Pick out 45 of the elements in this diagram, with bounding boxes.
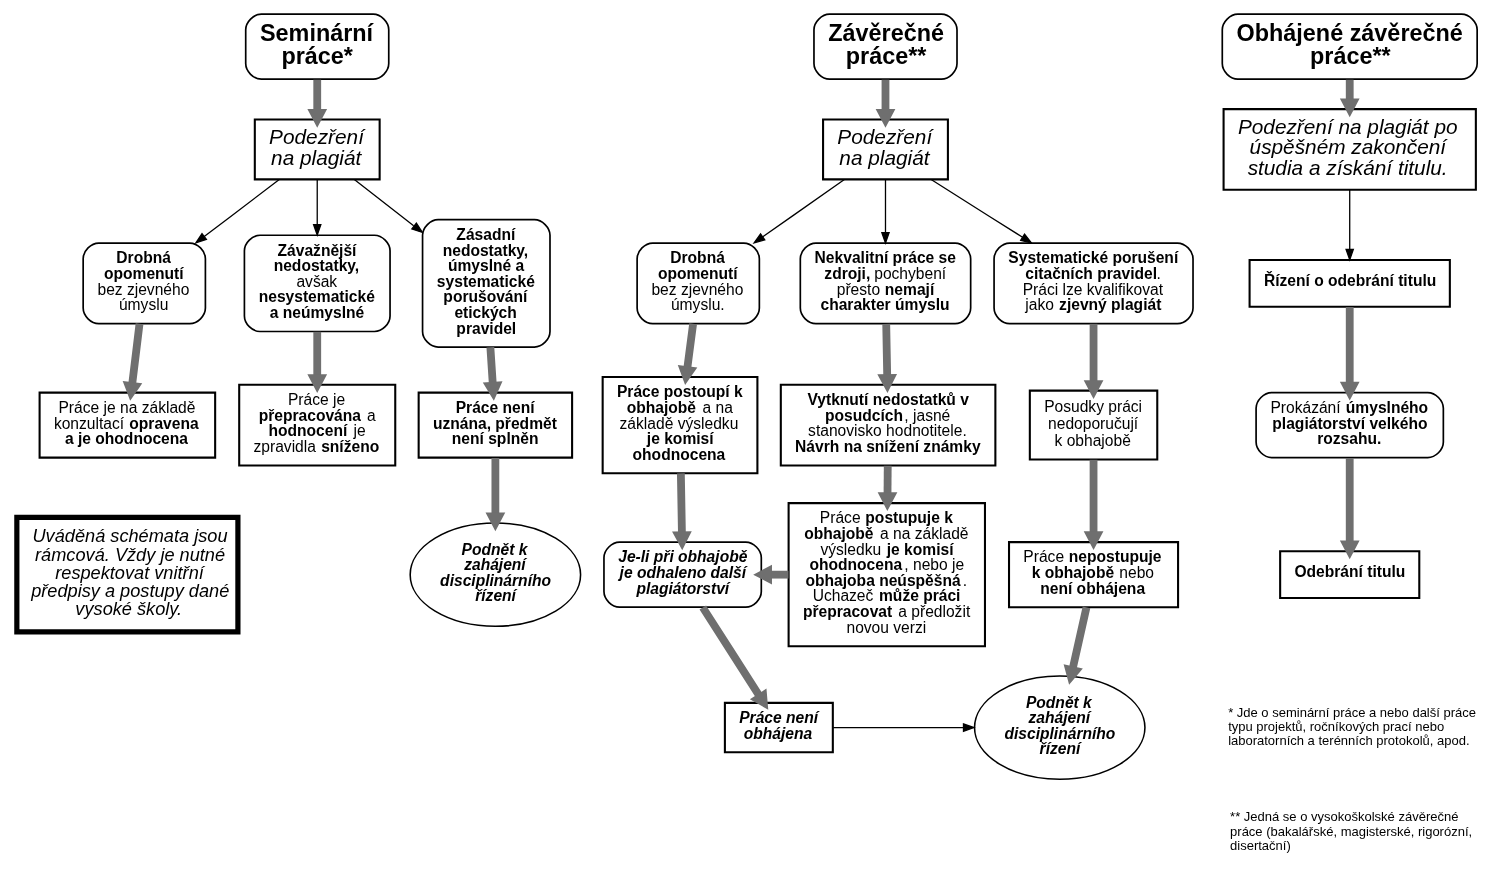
label: ** Jedná se o vysokoškolské závěrečné práce (bakalářské, magisterské, rigorózní, disertační) (1229, 808, 1472, 853)
arrow (752, 178, 845, 244)
node-box: Závěrečné práce** (812, 12, 958, 80)
arrow (752, 564, 788, 585)
arrow (353, 178, 424, 234)
node-box: Práce postupuje k obhajobě a na základě výsledku je komisí ohodnocena, nebo je obhajoba neúspěšná. Uchazeč může práci přepracovat a předložit novou verzi (787, 501, 986, 647)
node-box: Řízení o odebrání titulu (1248, 258, 1451, 308)
node-box: Práce nepostupuje k obhajobě nebo není obhájena (1007, 540, 1179, 608)
node-box: Drobná opomenutí bez zjevného úmyslu (81, 241, 206, 325)
node-box: Systematické porušení citačních pravidel. Práci lze kvalifikovat jako zjevný plagiát (992, 241, 1194, 325)
arrow (880, 178, 890, 245)
arrow (482, 346, 502, 401)
label: * Jde o seminární práce a nebo další práce typu projektů, ročníkových prací nebo laboratorních a terénních protokolů, apod. (1227, 704, 1476, 748)
arrow (699, 604, 768, 710)
arrow (930, 178, 1033, 244)
node-box: Podezření na plagiát (821, 118, 949, 180)
node-box: Obhájené závěrečné práce** (1220, 12, 1478, 80)
node-box: Práce není obhájena (723, 701, 834, 753)
node-ellipse: Podnět k zahájení disciplinárního řízení (408, 521, 581, 627)
node-box: Práce je přepracována a hodnocení je zpravidla sníženo (237, 383, 396, 466)
arrow (677, 322, 697, 385)
arrow (832, 722, 976, 732)
node-box: Prokázání úmyslného plagiátorství velkého rozsahu. (1254, 391, 1444, 458)
node-box: Podezření na plagiát (253, 118, 381, 180)
node-box: Uváděná schémata jsou rámcová. Vždy je nutné respektovat vnitřní předpisy a postupy dané vysoké školy. (13, 514, 240, 634)
node-box: Je-li při obhajobě je odhaleno další plagiátorství (602, 540, 762, 608)
node-box: Podezření na plagiát po úspěšném zakončení studia a získání titulu. (1222, 107, 1477, 191)
node-box: Odebrání titulu (1278, 549, 1420, 599)
arrow (1344, 188, 1354, 262)
node-box: Práce postoupí k obhajobě a na základě výsledku je komisí ohodnocena (601, 375, 758, 474)
node-box: Práce je na základě konzultací opravena a je ohodnocena (38, 391, 216, 459)
node-box: Zásadní nedostatky, úmyslné a systematické porušování etických pravidel (421, 218, 551, 348)
node-box: Posudky práci nedoporučují k obhajobě (1028, 389, 1158, 461)
node-box: Nekvalitní práce se zdroji, pochybení přesto nemají charakter úmyslu (798, 241, 971, 325)
node-box: Drobná opomenutí bez zjevného úmyslu. (635, 241, 760, 325)
arrow (122, 322, 143, 401)
arrow (1063, 606, 1090, 685)
arrow (193, 178, 280, 244)
node-box: Závažnější nedostatky, avšak nesystematické a neúmyslné (243, 233, 391, 332)
node-box: Seminární práce* (244, 12, 390, 80)
arrow (671, 472, 692, 550)
node-box: Práce není uznána, předmět není splněn (417, 391, 573, 459)
node-ellipse: Podnět k zahájení disciplinárního řízení (973, 674, 1146, 780)
node-box: Vytknutí nedostatků v posudcích, jasné stanovisko hodnotitele. Návrh na snížení známky (779, 383, 996, 466)
arrow (312, 178, 322, 237)
